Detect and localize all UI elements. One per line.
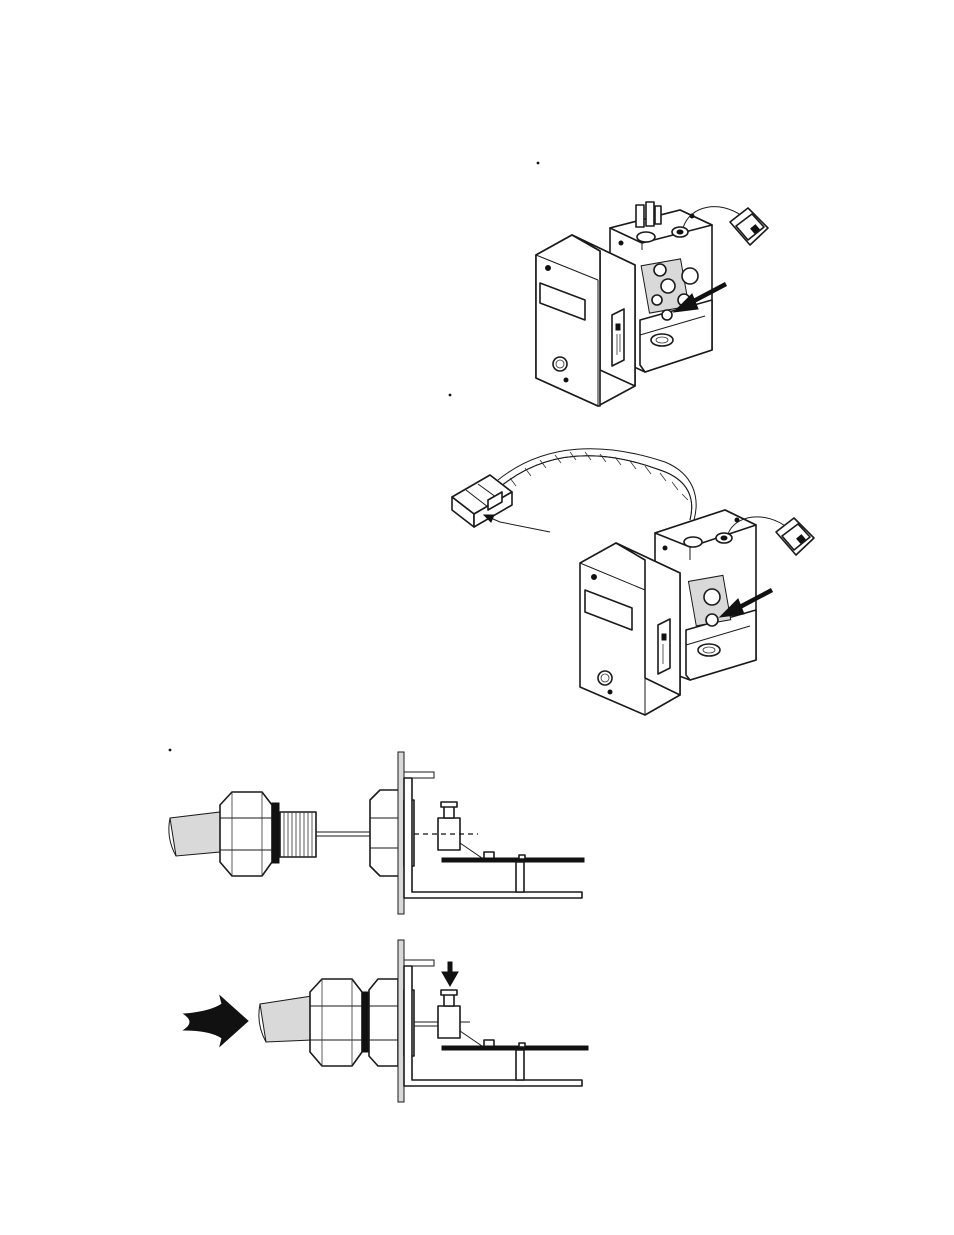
sensor-socket bbox=[438, 990, 498, 1048]
push-arrow-icon bbox=[184, 996, 248, 1046]
mounting-panel bbox=[398, 940, 582, 1102]
bulkhead-nut bbox=[369, 979, 398, 1066]
hex-nut bbox=[310, 979, 362, 1066]
circuit-board bbox=[442, 1043, 588, 1080]
down-arrow-icon bbox=[442, 962, 458, 986]
probe-cable bbox=[259, 996, 312, 1042]
